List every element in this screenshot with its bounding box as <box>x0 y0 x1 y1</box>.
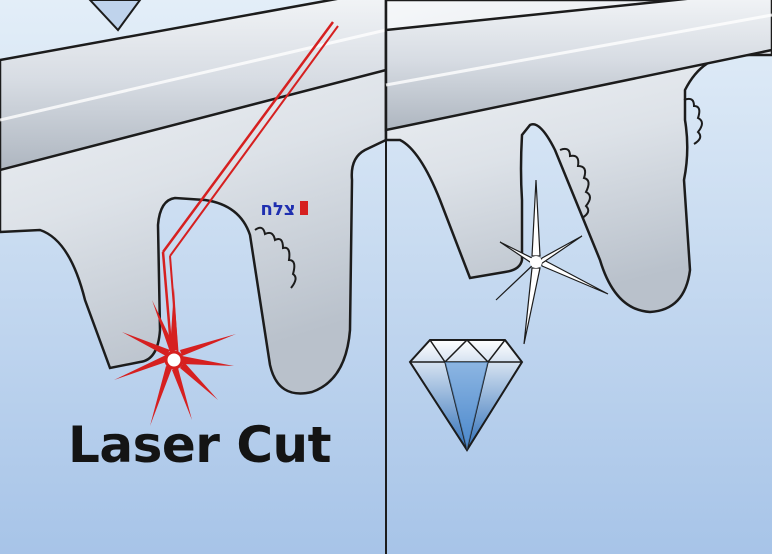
laser-cut-caption: Laser Cut <box>68 416 332 474</box>
diamond-icon <box>408 338 524 452</box>
laser-burst-icon <box>114 288 236 426</box>
left-blade <box>0 0 388 395</box>
right-blade <box>384 0 772 314</box>
watermark-logo: צלח <box>260 199 308 220</box>
serrated-edge <box>254 226 297 289</box>
sparkle-icon <box>495 179 609 345</box>
svg-text:צלח: צלח <box>260 199 295 220</box>
